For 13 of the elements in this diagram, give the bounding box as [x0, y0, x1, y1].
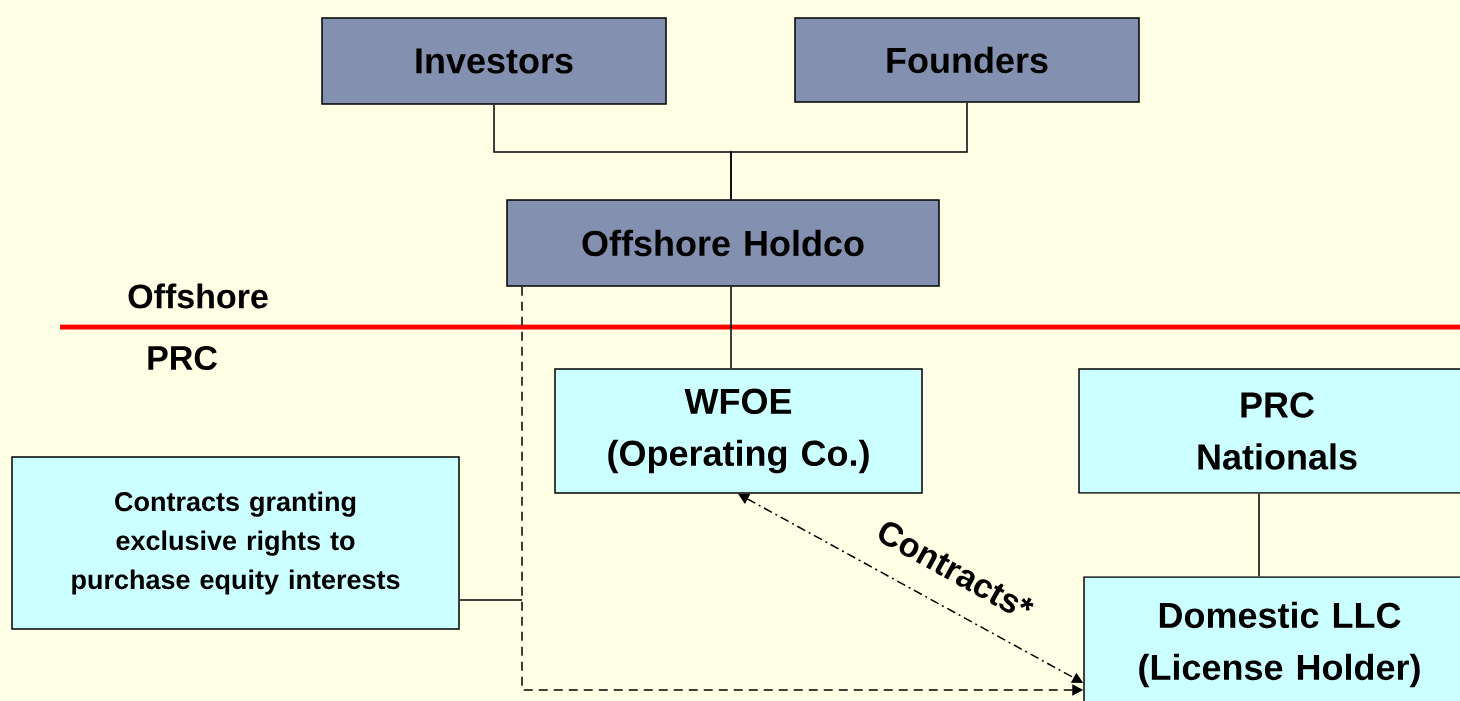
- region-label: PRC: [148, 345, 217, 371]
- region-label: Offshore: [128, 283, 268, 309]
- org-box: Founders: [794, 17, 1140, 103]
- connector-line: [1258, 493, 1260, 577]
- org-box: Contracts granting exclusive rights to purchase equity interests: [11, 456, 460, 630]
- org-box: Offshore Holdco: [506, 199, 940, 287]
- connector-line: [730, 102, 968, 200]
- leader-line: [459, 599, 523, 601]
- org-box: Domestic LLC (License Holder): [1083, 576, 1460, 701]
- connector-line: [730, 286, 732, 369]
- org-box: Investors: [321, 17, 667, 105]
- org-box: PRC Nationals: [1078, 368, 1460, 494]
- org-box: WFOE (Operating Co.): [554, 368, 923, 494]
